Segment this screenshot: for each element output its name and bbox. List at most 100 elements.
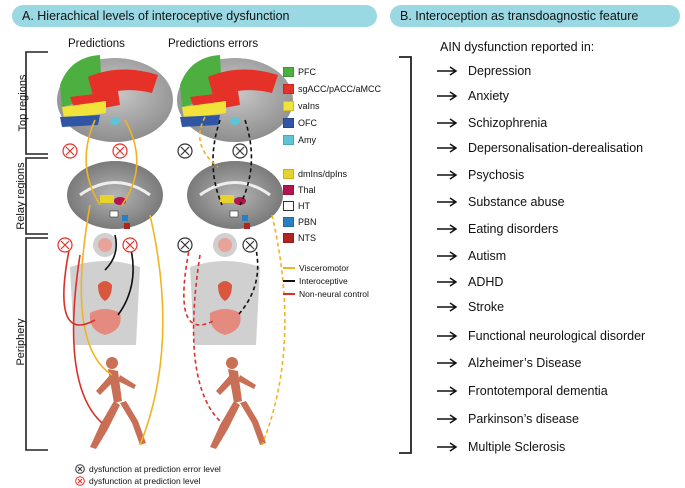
condition-label: ADHD [468,275,504,289]
marker-error-level [177,143,258,253]
legend-label: NTS [298,233,316,243]
legend-item: HT [283,200,347,212]
column-head-prediction-errors: Predictions errors [168,38,259,50]
legend-item: PFC [283,66,381,78]
legend-label: vaIns [298,101,320,111]
conditions-list: Depression Anxiety Schizophrenia Deperso… [436,62,681,462]
condition-item: Functional neurological disorder [436,327,645,345]
condition-label: Functional neurological disorder [468,329,646,343]
dash-non-neural [283,292,295,295]
torso-errors [190,233,260,345]
legend-item: PBN [283,216,347,228]
bracket-right [399,56,412,454]
arrow-right-icon [437,118,458,128]
column-head-predictions: Predictions [68,38,125,50]
error-level-x-icon [75,464,85,474]
condition-label: Schizophrenia [468,116,548,130]
condition-label: Depression [468,64,532,78]
legend-label: Non-neural control [299,288,369,299]
arrow-right-icon [437,197,458,207]
legend-label: Visceromotor [299,262,349,273]
arrow-right-icon [437,66,458,76]
condition-item: Anxiety [436,87,509,105]
dash-visceromotor [283,266,295,269]
condition-label: Parkinson’s disease [468,412,579,426]
condition-label: Eating disorders [468,222,559,236]
arrow-right-icon [437,331,458,341]
footnote-label: dysfunction at prediction level [89,476,201,486]
arrow-right-icon [437,170,458,180]
swatch-amy [283,135,294,145]
arrow-right-icon [437,91,458,101]
row-label-top: Top regions [17,74,29,132]
panel-b-title: B. Interoception as transdoagnostic feat… [390,5,680,27]
conditions-subtitle: AIN dysfunction reported in: [440,40,595,54]
legend-item: Amy [283,134,381,146]
swatch-acc [283,84,294,94]
condition-item: Autism [436,247,506,265]
condition-label: Substance abuse [468,195,565,209]
arrow-right-icon [437,442,458,452]
row-brackets [25,51,48,451]
legend-label: Interoceptive [299,275,348,286]
prediction-level-x-icon [75,476,85,486]
legend-item: Interoceptive [283,275,369,286]
condition-item: Stroke [436,298,504,316]
marker-prediction-level [57,143,138,253]
legend-top-regions: PFC sgACC/pACC/aMCC vaIns OFC Amy [283,66,381,146]
arrow-right-icon [437,251,458,261]
legend-item: dmIns/dpIns [283,168,347,180]
brain-top-errors [177,55,293,142]
brain-top-predictions [57,55,173,142]
swatch-nts [283,233,294,243]
pathways-predictions [63,119,164,446]
brain-relay-errors [187,161,283,229]
arrow-right-icon [437,358,458,368]
legend-label: Amy [298,135,316,145]
arrow-right-icon [437,414,458,424]
legend-item: Thal [283,184,347,196]
condition-label: Depersonalisation-derealisation [468,141,644,155]
condition-label: Stroke [468,300,505,314]
legend-item: Non-neural control [283,288,369,299]
arrow-right-icon [437,386,458,396]
swatch-vains [283,101,294,111]
condition-item: Substance abuse [436,193,565,211]
arrow-right-icon [437,143,458,153]
condition-item: Psychosis [436,166,524,184]
swatch-ht [283,201,294,211]
legend-label: dmIns/dpIns [298,169,348,179]
legend-item: Visceromotor [283,262,369,273]
condition-item: ADHD [436,273,503,291]
condition-label: Anxiety [468,89,509,103]
condition-item: Eating disorders [436,220,558,238]
row-label-relay: Relay regions [15,162,27,230]
condition-item: Schizophrenia [436,114,547,132]
runner-errors [210,357,266,449]
legend-item: OFC [283,117,381,129]
legend-item: sgACC/pACC/aMCC [283,83,381,95]
legend-label: OFC [298,118,317,128]
condition-item: Frontotemporal dementia [436,382,608,400]
swatch-ofc [283,118,294,128]
panel-a-title: A. Hierachical levels of interoceptive d… [12,5,377,27]
condition-label: Multiple Sclerosis [468,440,566,454]
condition-label: Frontotemporal dementia [468,384,608,398]
runner-predictions [90,357,146,449]
condition-label: Psychosis [468,168,525,182]
condition-item: Multiple Sclerosis [436,438,565,456]
condition-label: Alzheimer’s Disease [468,356,582,370]
row-label-periphery: Periphery [15,318,27,366]
legend-pathways: Visceromotor Interoceptive Non-neural co… [283,262,369,299]
footnote-label: dysfunction at prediction error level [89,464,221,474]
arrow-right-icon [437,277,458,287]
torso-predictions [70,233,140,345]
footnote-item: dysfunction at prediction error level [75,463,221,475]
interoception-illustration [57,55,293,449]
legend-label: PBN [298,217,317,227]
legend-item: vaIns [283,100,381,112]
condition-item: Depersonalisation-derealisation [436,139,643,157]
arrow-right-icon [437,302,458,312]
arrow-right-icon [437,224,458,234]
legend-label: HT [298,201,310,211]
